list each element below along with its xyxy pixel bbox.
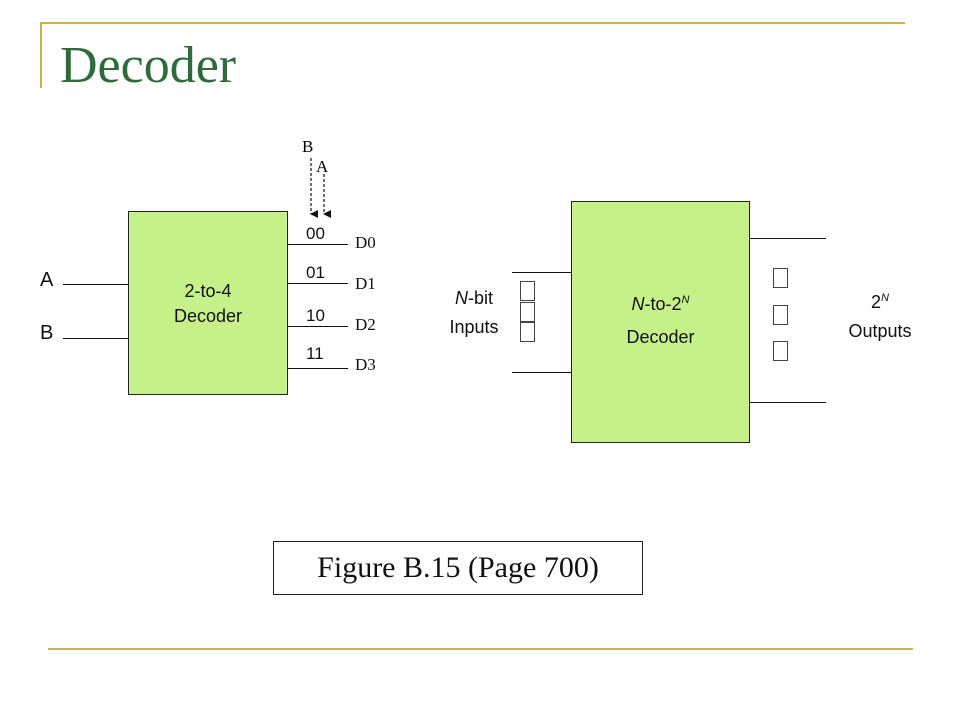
n-output-wire-top <box>750 238 826 239</box>
output-label-d2: D2 <box>355 315 376 334</box>
left-rule <box>40 22 42 88</box>
input-ellipsis-box-icon <box>520 281 535 301</box>
output-ellipsis-box-icon <box>773 305 788 325</box>
output-wire-d0 <box>288 244 348 245</box>
code-10: 10 <box>306 306 325 325</box>
slide-title: Decoder <box>60 37 237 94</box>
outputs-label-base: 2 <box>871 292 882 312</box>
n-bit-inputs-bit: -bit <box>467 288 493 308</box>
decoder-n-label-mid: -to-2 <box>644 294 682 314</box>
n-bit-inputs-line1: N-bit <box>438 288 510 309</box>
decoder-n-label-n: N <box>631 294 645 314</box>
code-11: 11 <box>306 344 324 363</box>
decoder-2to4-label-line2: Decoder <box>173 306 243 326</box>
output-label-d1: D1 <box>355 274 376 293</box>
output-ellipsis-box-icon <box>773 268 788 288</box>
n-bit-inputs-line2: Inputs <box>449 317 499 337</box>
output-wire-d3 <box>288 368 348 369</box>
select-label-a: A <box>316 157 329 176</box>
n-input-wire-bottom <box>512 372 571 373</box>
input-ellipsis-box-icon <box>520 302 535 322</box>
input-ellipsis-box-icon <box>520 322 535 342</box>
output-label-d3: D3 <box>355 355 376 374</box>
output-ellipsis-box-icon <box>773 341 788 361</box>
input-label-a: A <box>40 269 54 291</box>
input-wire-a <box>63 284 128 285</box>
select-bit-arrows <box>310 158 331 218</box>
decoder-n-label-sup: N <box>681 294 690 306</box>
n-bit-inputs-n: N <box>454 288 468 308</box>
code-01: 01 <box>306 263 325 282</box>
output-wire-d2 <box>288 326 348 327</box>
decoder-n-label-line2: Decoder <box>626 327 695 347</box>
n-output-wire-bottom <box>750 402 826 403</box>
select-label-b: B <box>302 137 314 156</box>
outputs-label-line2: Outputs <box>848 321 912 341</box>
decoder-2to4-block <box>128 211 288 395</box>
input-label-b: B <box>40 322 54 344</box>
outputs-label-sup: N <box>881 292 889 304</box>
decoder-2to4-label-line1: 2-to-4 <box>184 281 232 301</box>
output-wire-d1 <box>288 283 348 284</box>
output-label-d0: D0 <box>355 233 376 252</box>
top-rule <box>40 22 905 24</box>
bottom-rule <box>48 648 913 650</box>
n-input-wire-top <box>512 272 571 273</box>
code-00: 00 <box>306 224 325 243</box>
decoder-n-label-line1: N-to-2N <box>571 294 750 315</box>
decoder-n-block <box>571 201 750 443</box>
figure-caption: Figure B.15 (Page 700) <box>273 541 643 595</box>
input-wire-b <box>63 338 128 339</box>
outputs-label-line1: 2N <box>838 292 922 313</box>
